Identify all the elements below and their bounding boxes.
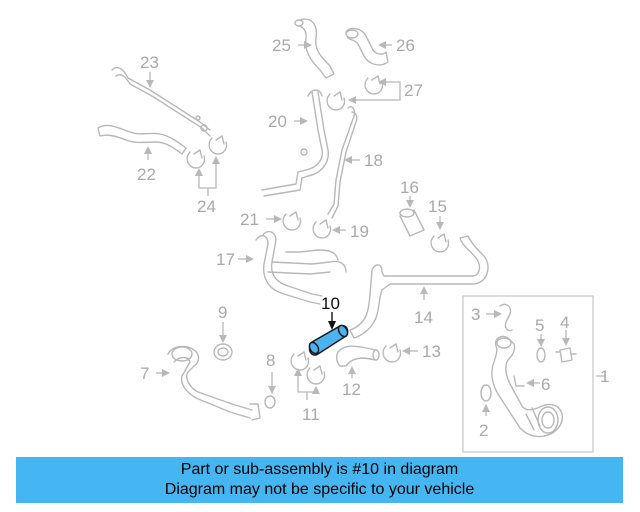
info-banner: Part or sub-assembly is #10 in diagram D… [16, 457, 623, 503]
part-27-clamps[interactable] [326, 75, 384, 111]
part-10-hose-highlighted[interactable] [308, 324, 350, 356]
callout-18[interactable]: 18 [364, 151, 383, 170]
part-20-pipe[interactable] [261, 89, 329, 197]
callout-12[interactable]: 12 [342, 380, 361, 399]
subassembly-box [462, 295, 594, 453]
part-4-sensor[interactable] [555, 347, 577, 363]
callout-27[interactable]: 27 [404, 81, 423, 100]
callout-17[interactable]: 17 [216, 250, 235, 269]
banner-line-2: Diagram may not be specific to your vehi… [164, 481, 475, 498]
part-1-hose-assembly[interactable] [491, 335, 563, 438]
callout-15[interactable]: 15 [428, 197, 447, 216]
part-17-pipe-assembly[interactable] [255, 230, 347, 305]
part-7-pipe[interactable] [167, 345, 261, 421]
part-19-clamp[interactable] [312, 219, 332, 239]
callout-5[interactable]: 5 [535, 316, 544, 335]
callout-23[interactable]: 23 [140, 53, 159, 72]
callout-3[interactable]: 3 [471, 305, 480, 324]
callout-16[interactable]: 16 [400, 178, 419, 197]
callout-1[interactable]: 1 [600, 367, 609, 386]
callout-26[interactable]: 26 [396, 36, 415, 55]
part-22-hose[interactable] [97, 124, 187, 155]
callout-10[interactable]: 10 [321, 294, 340, 313]
callout-22[interactable]: 22 [137, 165, 156, 184]
part-5-seal[interactable] [536, 347, 546, 363]
part-26-elbow[interactable] [345, 27, 389, 66]
callout-6[interactable]: 6 [541, 375, 550, 394]
part-2-oring[interactable] [480, 384, 492, 402]
part-6-clip[interactable] [513, 375, 525, 387]
part-9-oring[interactable] [213, 343, 233, 361]
part-23-pipe[interactable] [111, 66, 211, 137]
callout-19[interactable]: 19 [350, 222, 369, 241]
callout-14[interactable]: 14 [414, 308, 433, 327]
banner-line-1: Part or sub-assembly is #10 in diagram [180, 461, 459, 478]
part-3-bracket[interactable] [499, 303, 513, 332]
callout-11[interactable]: 11 [302, 405, 320, 424]
callout-8[interactable]: 8 [266, 351, 275, 370]
callout-21[interactable]: 21 [240, 210, 259, 229]
part-21-clamp[interactable] [282, 211, 302, 231]
part-18-pipe[interactable] [327, 106, 358, 219]
part-11-clamps[interactable] [290, 351, 326, 385]
part-14-hose[interactable] [349, 235, 489, 339]
callout-25[interactable]: 25 [272, 36, 291, 55]
part-16-sleeve[interactable] [399, 208, 425, 237]
callout-24[interactable]: 24 [197, 197, 216, 216]
callout-4[interactable]: 4 [560, 313, 569, 332]
part-15-clamp[interactable] [430, 233, 450, 253]
callout-13[interactable]: 13 [422, 342, 441, 361]
callout-9[interactable]: 9 [218, 303, 227, 322]
part-13-clamp[interactable] [382, 343, 402, 363]
callout-20[interactable]: 20 [268, 112, 287, 131]
part-8-ring[interactable] [264, 395, 276, 409]
callout-7[interactable]: 7 [140, 364, 149, 383]
part-25-hose[interactable] [294, 18, 335, 79]
part-24-clamps[interactable] [186, 135, 228, 169]
parts-diagram: 25 26 27 23 22 24 20 [97, 18, 609, 453]
callout-2[interactable]: 2 [479, 421, 488, 440]
part-12-hose[interactable] [335, 345, 380, 367]
